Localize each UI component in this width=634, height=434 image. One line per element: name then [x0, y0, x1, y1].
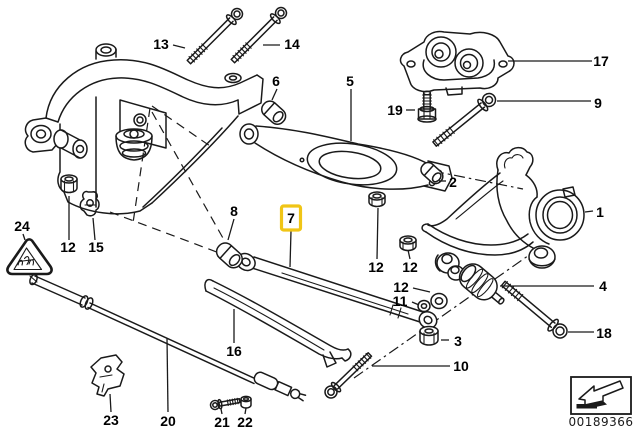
highlight-box-7 [279, 204, 303, 232]
part-label-12c[interactable]: 12 [402, 259, 418, 275]
part-label-12d[interactable]: 12 [393, 279, 409, 295]
leader-line-20 [166, 337, 169, 413]
catalog-number: 00189366 [568, 415, 633, 429]
part-label-21[interactable]: 21 [214, 414, 230, 430]
leader-line-8 [227, 218, 235, 241]
construction-lines [29, 105, 543, 379]
brake-cable-20 [29, 273, 307, 402]
nut-12c [399, 235, 417, 252]
nut-12a [60, 174, 78, 194]
leader-line-21 [220, 408, 223, 415]
warning-triangle-icon [6, 238, 53, 276]
part-label-20[interactable]: 20 [160, 413, 176, 429]
bushing-6 [260, 100, 287, 126]
part-label-18[interactable]: 18 [596, 325, 612, 341]
bolt-18 [500, 280, 568, 339]
bolt-13 [186, 7, 244, 65]
part-label-1[interactable]: 1 [596, 204, 604, 220]
bolt-14 [230, 6, 288, 64]
part-label-17[interactable]: 17 [593, 53, 609, 69]
leader-line-7 [289, 230, 292, 268]
leader-line-12b [376, 207, 379, 260]
leader-line-22 [244, 407, 247, 415]
protective-tube-16 [204, 278, 352, 368]
leader-line-11 [411, 301, 420, 306]
leader-line-12d [412, 287, 431, 293]
bushing-4 [458, 263, 505, 305]
part-label-13[interactable]: 13 [153, 36, 169, 52]
part-label-12b[interactable]: 12 [368, 259, 384, 275]
part-label-16[interactable]: 16 [226, 343, 242, 359]
nut-12b [368, 191, 386, 208]
washer-11 [417, 299, 431, 313]
part-label-8[interactable]: 8 [230, 203, 238, 219]
part-label-23[interactable]: 23 [103, 412, 119, 428]
mount-bracket-17 [399, 30, 515, 96]
catalog-stamp: 00189366 [568, 376, 633, 429]
part-label-14[interactable]: 14 [284, 36, 300, 52]
leader-line-15 [92, 217, 96, 241]
leader-line-24 [22, 233, 26, 241]
washer-12d [430, 292, 448, 310]
part-label-12a[interactable]: 12 [60, 239, 76, 255]
bushing-8 [215, 242, 243, 269]
part-label-11[interactable]: 11 [393, 293, 408, 309]
clamp-15 [79, 190, 100, 217]
leader-line-6 [271, 88, 278, 101]
leader-line-13 [172, 44, 186, 49]
leader-line-1 [584, 210, 594, 213]
cable-holder-23 [90, 354, 125, 397]
leader-line-12c [407, 249, 411, 260]
part-label-22[interactable]: 22 [237, 414, 253, 430]
part-label-2[interactable]: 2 [449, 174, 457, 190]
part-label-19[interactable]: 19 [387, 102, 403, 118]
bolt-9 [432, 92, 497, 147]
bolt-21 [209, 397, 241, 411]
part-label-24[interactable]: 24 [14, 218, 30, 234]
leader-line-23 [109, 393, 112, 413]
bolt-19 [417, 90, 437, 123]
leader-lines [22, 44, 594, 415]
part-label-3[interactable]: 3 [454, 333, 462, 349]
part-label-7[interactable]: 7 [287, 210, 295, 226]
part-label-4[interactable]: 4 [599, 278, 607, 294]
rear-axle-carrier [24, 43, 264, 215]
page-turn-arrow-icon [576, 380, 624, 409]
upper-control-arm-5 [239, 123, 453, 192]
nut-22 [240, 395, 252, 409]
wheel-carrier-1 [421, 146, 585, 281]
part-label-9[interactable]: 9 [594, 95, 602, 111]
part-label-15[interactable]: 15 [88, 239, 104, 255]
part-label-10[interactable]: 10 [453, 358, 469, 374]
part-label-5[interactable]: 5 [346, 73, 354, 89]
part-label-6[interactable]: 6 [272, 73, 280, 89]
bolt-10 [324, 352, 373, 399]
bushing-3 [419, 325, 439, 346]
